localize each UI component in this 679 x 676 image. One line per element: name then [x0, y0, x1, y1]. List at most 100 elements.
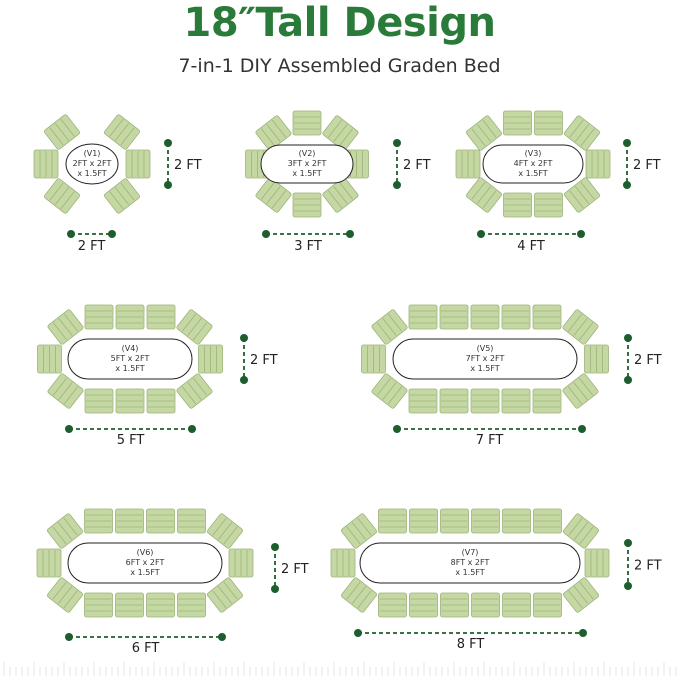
panel-top — [292, 110, 322, 136]
panel-bottom — [533, 592, 562, 618]
panel-top — [378, 508, 407, 534]
dimension-dot — [354, 629, 362, 637]
panel-bottom — [470, 388, 500, 414]
panel-corner — [371, 309, 408, 345]
panel-bottom — [84, 388, 114, 414]
panel-end — [37, 344, 62, 374]
panel-top — [533, 508, 562, 534]
panel-top — [409, 508, 438, 534]
panel-bottom — [439, 388, 469, 414]
dimension-dot — [624, 376, 632, 384]
width-label: 5 FT — [117, 433, 145, 448]
panel-corner — [562, 373, 599, 409]
panel-bottom — [292, 192, 322, 218]
ruler-strip — [3, 662, 677, 676]
panel-end — [584, 344, 609, 374]
variant-height: x 1.5FT — [292, 169, 321, 178]
panel-bottom — [146, 592, 175, 618]
dimension-dot — [262, 230, 270, 238]
panel-end — [584, 548, 610, 578]
dimension-dot — [579, 629, 587, 637]
panel-corner — [340, 577, 378, 613]
depth-label: 2 FT — [250, 353, 278, 368]
panel-corner — [47, 373, 84, 409]
panel-bottom — [534, 192, 563, 218]
panel-top — [501, 304, 531, 330]
dimension-dot — [65, 425, 73, 433]
dimension-dot — [578, 425, 586, 433]
page-subtitle: 7-in-1 DIY Assembled Graden Bed — [178, 55, 501, 77]
panel-corner — [563, 177, 601, 213]
variant-size: 2FT x 2FT — [73, 159, 112, 168]
panel-bottom — [409, 592, 438, 618]
dimension-dot — [393, 139, 401, 147]
panel-bottom — [84, 592, 113, 618]
dimension-dot — [346, 230, 354, 238]
variant-height: x 1.5FT — [130, 568, 159, 577]
panel-end — [198, 344, 223, 374]
dimension-dot — [393, 181, 401, 189]
panel-corner — [103, 114, 141, 150]
panel-corner — [46, 513, 84, 549]
dimension-dot — [624, 334, 632, 342]
panel-corner — [46, 577, 84, 613]
dimension-dot — [240, 376, 248, 384]
variant-height: x 1.5FT — [455, 568, 484, 577]
depth-label: 2 FT — [281, 562, 309, 577]
variant-height: x 1.5FT — [470, 364, 499, 373]
variant-id: (V4) — [122, 344, 139, 353]
variant-id: (V2) — [299, 149, 316, 158]
page-title: 18″Tall Design — [183, 0, 496, 46]
panel-bottom — [177, 592, 206, 618]
dimension-dot — [271, 543, 279, 551]
panel-bottom — [378, 592, 407, 618]
panel-corner — [206, 577, 244, 613]
panel-bottom — [503, 192, 532, 218]
dimension-dot — [188, 425, 196, 433]
variant-height: x 1.5FT — [518, 169, 547, 178]
panel-bottom — [146, 388, 176, 414]
panel-top — [408, 304, 438, 330]
panel-corner — [562, 309, 599, 345]
width-label: 6 FT — [132, 641, 160, 656]
panel-bottom — [115, 388, 145, 414]
panel-top — [532, 304, 562, 330]
dimension-dot — [477, 230, 485, 238]
panel-end — [455, 149, 481, 179]
panel-top — [502, 508, 531, 534]
panel-corner — [322, 177, 359, 213]
depth-label: 2 FT — [403, 158, 431, 173]
variant-size: 4FT x 2FT — [514, 159, 553, 168]
panel-bottom — [408, 388, 438, 414]
variant-size: 7FT x 2FT — [466, 354, 505, 363]
panel-corner — [255, 177, 292, 213]
variant-id: (V5) — [477, 344, 494, 353]
panel-corner — [322, 115, 359, 151]
panel-end — [361, 344, 386, 374]
variant-size: 5FT x 2FT — [111, 354, 150, 363]
panel-top — [439, 304, 469, 330]
dimension-dot — [624, 539, 632, 547]
variant-id: (V1) — [84, 149, 101, 158]
width-label: 7 FT — [476, 433, 504, 448]
panel-corner — [43, 178, 81, 214]
dimension-dot — [271, 585, 279, 593]
panel-top — [115, 304, 145, 330]
dimension-dot — [164, 139, 172, 147]
dimension-dot — [65, 633, 73, 641]
panel-top — [84, 304, 114, 330]
panel-bottom — [532, 388, 562, 414]
dimension-dot — [393, 425, 401, 433]
dimension-dot — [164, 181, 172, 189]
panel-top — [440, 508, 469, 534]
dimension-dot — [218, 633, 226, 641]
panel-corner — [103, 178, 141, 214]
dimension-dot — [108, 230, 116, 238]
depth-label: 2 FT — [174, 158, 202, 173]
dimension-dot — [67, 230, 75, 238]
